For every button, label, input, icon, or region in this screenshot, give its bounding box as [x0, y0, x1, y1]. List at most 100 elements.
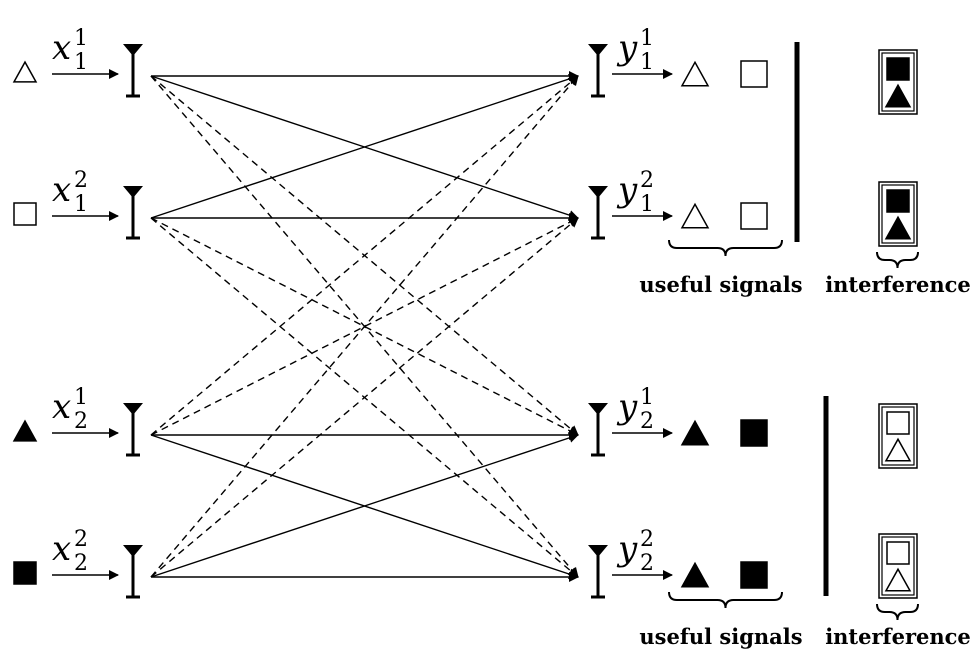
useful-signals-brace	[668, 239, 783, 257]
stack-inner-frame	[881, 52, 915, 112]
stack-inner-frame	[881, 536, 915, 596]
channel-link	[150, 217, 579, 436]
superscript: 2	[74, 527, 88, 552]
interference-label: interference	[825, 272, 971, 297]
superscript: 2	[640, 527, 654, 552]
useful-square	[740, 202, 768, 230]
subscript: 2	[640, 551, 654, 576]
interference-symbols	[878, 403, 918, 599]
subscript: 2	[74, 409, 88, 434]
group-1: useful signals interference	[639, 42, 971, 297]
interference-symbols	[878, 49, 918, 247]
superscript: 2	[74, 168, 88, 193]
subscript: 1	[640, 192, 654, 217]
stack-inner-frame	[881, 184, 915, 244]
group-2: useful signals interference	[639, 396, 971, 649]
useful-signals-label: useful signals	[639, 272, 802, 297]
subscript: 1	[74, 50, 88, 75]
antenna-icon	[123, 403, 143, 457]
channel-link	[150, 217, 579, 436]
subscript: 2	[640, 409, 654, 434]
variable-symbol: y	[616, 387, 638, 427]
useful-triangle	[680, 202, 710, 229]
useful-square	[740, 419, 768, 447]
interference-stack	[878, 403, 918, 469]
stack-inner-frame	[881, 406, 915, 466]
square-symbol	[886, 411, 910, 435]
curly-brace	[876, 251, 919, 269]
variable-symbol: y	[616, 529, 638, 569]
channel-links	[150, 71, 579, 582]
variable-symbol: x	[52, 28, 71, 68]
subscript: 1	[74, 192, 88, 217]
square-symbol	[13, 202, 37, 226]
triangle-symbol	[884, 83, 912, 108]
triangle-symbol	[884, 215, 912, 240]
square-symbol	[886, 189, 910, 213]
variable-symbol: x	[52, 170, 71, 210]
interference-brace	[876, 251, 919, 269]
useful-signals-brace	[668, 591, 783, 609]
antenna-icon	[123, 44, 143, 98]
antenna-icon	[588, 44, 608, 98]
useful-square	[740, 561, 768, 589]
triangle-symbol	[884, 437, 912, 462]
variable-symbol: x	[52, 387, 71, 427]
useful-signals-label: useful signals	[639, 624, 802, 649]
channel-link	[150, 74, 579, 219]
square-symbol	[13, 561, 37, 585]
triangle-symbol	[884, 567, 912, 592]
superscript: 1	[74, 26, 88, 51]
superscript: 1	[640, 385, 654, 410]
interference-stack	[878, 533, 918, 599]
interference-stack	[878, 181, 918, 247]
triangle-symbol	[12, 60, 38, 83]
subscript: 1	[640, 50, 654, 75]
variable-symbol: y	[616, 28, 638, 68]
useful-square	[740, 60, 768, 88]
square-symbol	[886, 57, 910, 81]
interference-label: interference	[825, 624, 971, 649]
superscript: 2	[640, 168, 654, 193]
subscript: 2	[74, 551, 88, 576]
square-symbol	[886, 541, 910, 565]
antenna-icon	[123, 545, 143, 599]
superscript: 1	[74, 385, 88, 410]
variable-symbol: y	[616, 170, 638, 210]
channel-link	[150, 75, 579, 578]
channel-link	[150, 75, 579, 436]
antenna-icon	[588, 403, 608, 457]
curly-brace	[876, 603, 919, 621]
useful-triangle	[680, 419, 710, 446]
triangle-symbol	[12, 419, 38, 442]
channel-link	[150, 433, 579, 578]
curly-brace	[668, 591, 783, 609]
interference-stack	[878, 49, 918, 115]
antenna-icon	[588, 186, 608, 240]
channel-link	[150, 217, 579, 578]
variable-symbol: x	[52, 529, 71, 569]
useful-triangle	[680, 561, 710, 588]
curly-brace	[668, 239, 783, 257]
useful-triangle	[680, 60, 710, 87]
superscript: 1	[640, 26, 654, 51]
interference-brace	[876, 603, 919, 621]
antenna-icon	[588, 545, 608, 599]
antenna-icon	[123, 186, 143, 240]
